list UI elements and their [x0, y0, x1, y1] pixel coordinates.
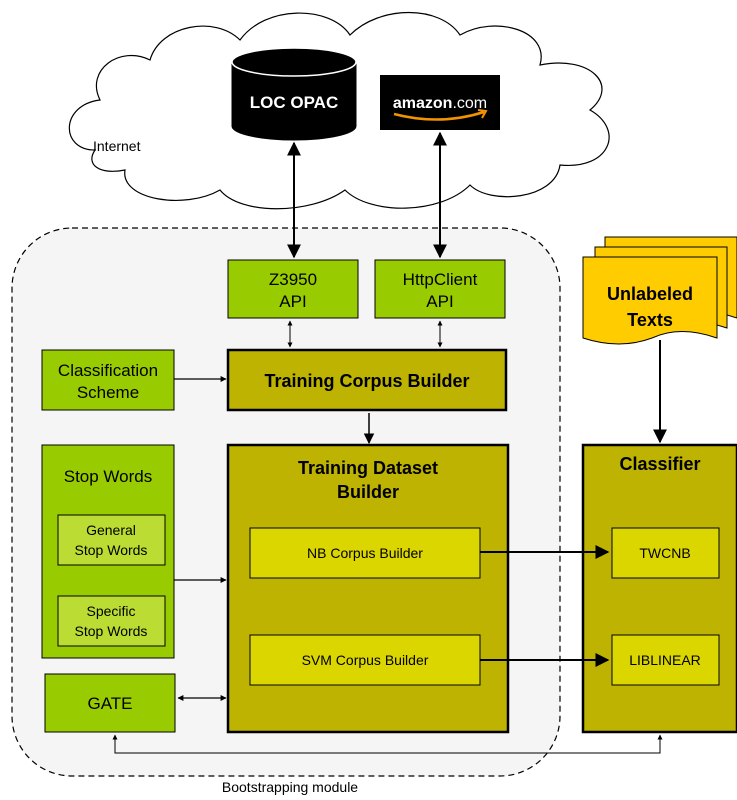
svm-corpus-builder-box: SVM Corpus Builder [249, 634, 481, 686]
stop-words-box: Stop Words General Stop Words Specific S… [41, 444, 175, 659]
svg-text:Z3950: Z3950 [269, 270, 317, 289]
svg-text:TWCNB: TWCNB [639, 545, 690, 561]
z3950-api-box: Z3950 API [227, 259, 359, 319]
loc-opac-database: LOC OPAC [231, 47, 357, 141]
connectors [112, 131, 667, 754]
svg-text:Stop Words: Stop Words [75, 623, 148, 639]
bootstrapping-module-label: Bootstrapping module [222, 779, 358, 795]
svg-text:SVM Corpus Builder: SVM Corpus Builder [302, 652, 429, 668]
gate-box: GATE [44, 673, 176, 733]
svg-text:HttpClient: HttpClient [403, 270, 478, 289]
amazon-arrow-icon [477, 109, 488, 119]
nb-corpus-builder-box: NB Corpus Builder [249, 527, 481, 579]
specific-stop-words-box: Specific Stop Words [57, 595, 166, 647]
gate-classifier-arrow [112, 734, 663, 754]
amazon-smile-icon [393, 110, 485, 121]
classification-scheme-box: Classification Scheme [41, 349, 175, 411]
training-dataset-builder-box: Training Dataset Builder NB Corpus Build… [226, 443, 510, 734]
svg-text:Builder: Builder [337, 482, 399, 502]
unlabeled-texts-documents: Unlabeled Texts [582, 236, 737, 345]
svg-text:LIBLINEAR: LIBLINEAR [629, 652, 701, 668]
svg-text:NB Corpus Builder: NB Corpus Builder [307, 545, 423, 561]
internet-label: Internet [93, 138, 141, 154]
training-corpus-builder-box: Training Corpus Builder [226, 348, 508, 412]
svg-text:Classification: Classification [58, 361, 158, 380]
httpclient-api-box: HttpClient API [374, 259, 506, 319]
svg-text:General: General [86, 522, 136, 538]
svg-text:Training Dataset: Training Dataset [298, 458, 438, 478]
stop-words-title: Stop Words [64, 467, 153, 486]
classifier-title: Classifier [619, 454, 700, 474]
svg-text:Texts: Texts [627, 310, 673, 330]
loc-opac-label: LOC OPAC [250, 93, 338, 112]
liblinear-box: LIBLINEAR [611, 634, 720, 686]
classifier-box: Classifier TWCNB LIBLINEAR [581, 443, 737, 734]
svg-text:Scheme: Scheme [77, 383, 139, 402]
general-stop-words-box: General Stop Words [57, 514, 166, 566]
amazon-logo: amazon.com [380, 75, 500, 130]
svg-text:Training Corpus Builder: Training Corpus Builder [264, 371, 469, 391]
twcnb-box: TWCNB [611, 527, 720, 579]
svg-text:amazon.com: amazon.com [393, 95, 487, 112]
svg-text:Stop Words: Stop Words [75, 542, 148, 558]
svg-text:API: API [279, 292, 306, 311]
svg-text:Unlabeled: Unlabeled [607, 284, 693, 304]
svg-text:GATE: GATE [87, 694, 132, 713]
svg-text:Specific: Specific [86, 603, 135, 619]
svg-text:API: API [426, 292, 453, 311]
